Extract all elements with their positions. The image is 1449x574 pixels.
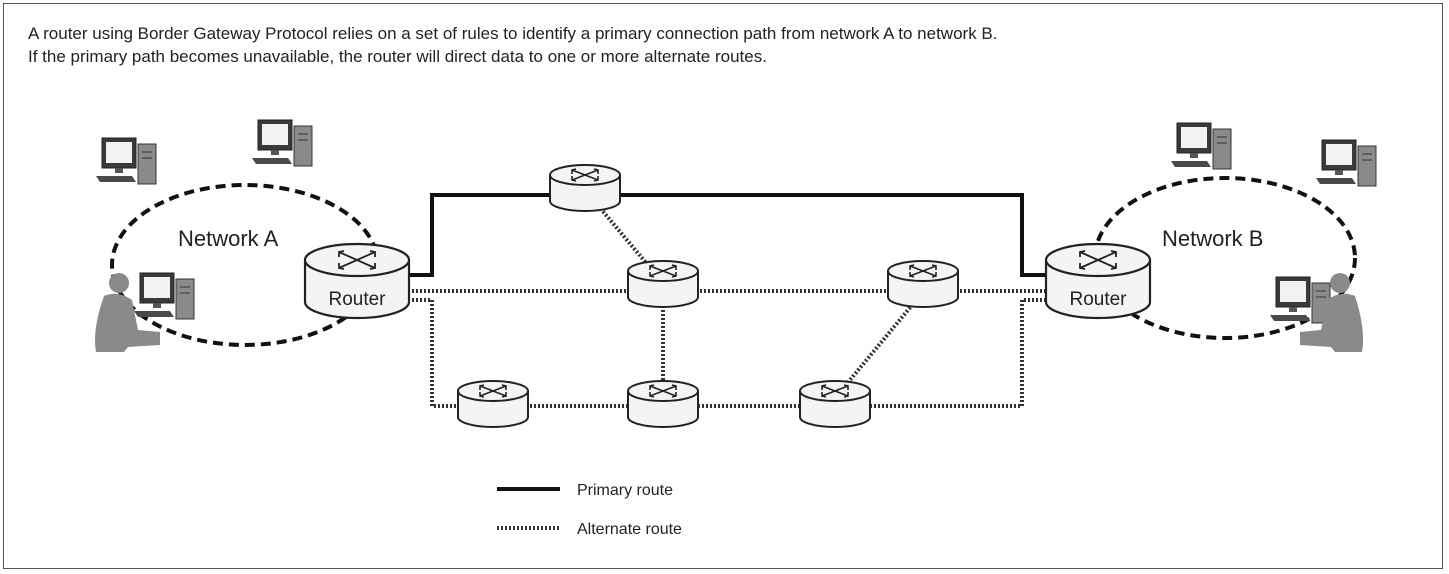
router-a-label: Router — [328, 289, 386, 310]
caption: A router using Border Gateway Protocol r… — [28, 22, 997, 68]
router-node-top — [549, 164, 621, 212]
user-icon — [1300, 273, 1364, 352]
user-icon — [95, 273, 160, 352]
router-node-mid-left — [627, 260, 699, 308]
network-a-label: Network A — [178, 226, 279, 251]
legend-primary-label: Primary route — [577, 482, 673, 499]
router-node-bottom-right — [799, 380, 871, 428]
router-node-bottom-left — [457, 380, 529, 428]
caption-line-1: A router using Border Gateway Protocol r… — [28, 24, 998, 43]
router-node-bottom-center — [627, 380, 699, 428]
router-a — [303, 242, 411, 320]
computer-icon — [1315, 139, 1377, 187]
network-b-boundary — [1093, 176, 1357, 340]
diagram-frame — [3, 3, 1443, 569]
router-b — [1044, 242, 1152, 320]
computer-icon — [1170, 122, 1232, 170]
computer-icon — [1269, 276, 1331, 324]
computer-icon — [95, 137, 157, 185]
caption-line-2: If the primary path becomes unavailable,… — [28, 47, 767, 66]
router-b-label: Router — [1069, 289, 1127, 310]
computer-icon — [251, 119, 313, 167]
computer-icon — [133, 272, 195, 320]
router-node-mid-right — [887, 260, 959, 308]
network-b-label: Network B — [1162, 226, 1263, 251]
primary-route-line — [408, 193, 1046, 277]
legend-alternate-label: Alternate route — [577, 521, 682, 538]
